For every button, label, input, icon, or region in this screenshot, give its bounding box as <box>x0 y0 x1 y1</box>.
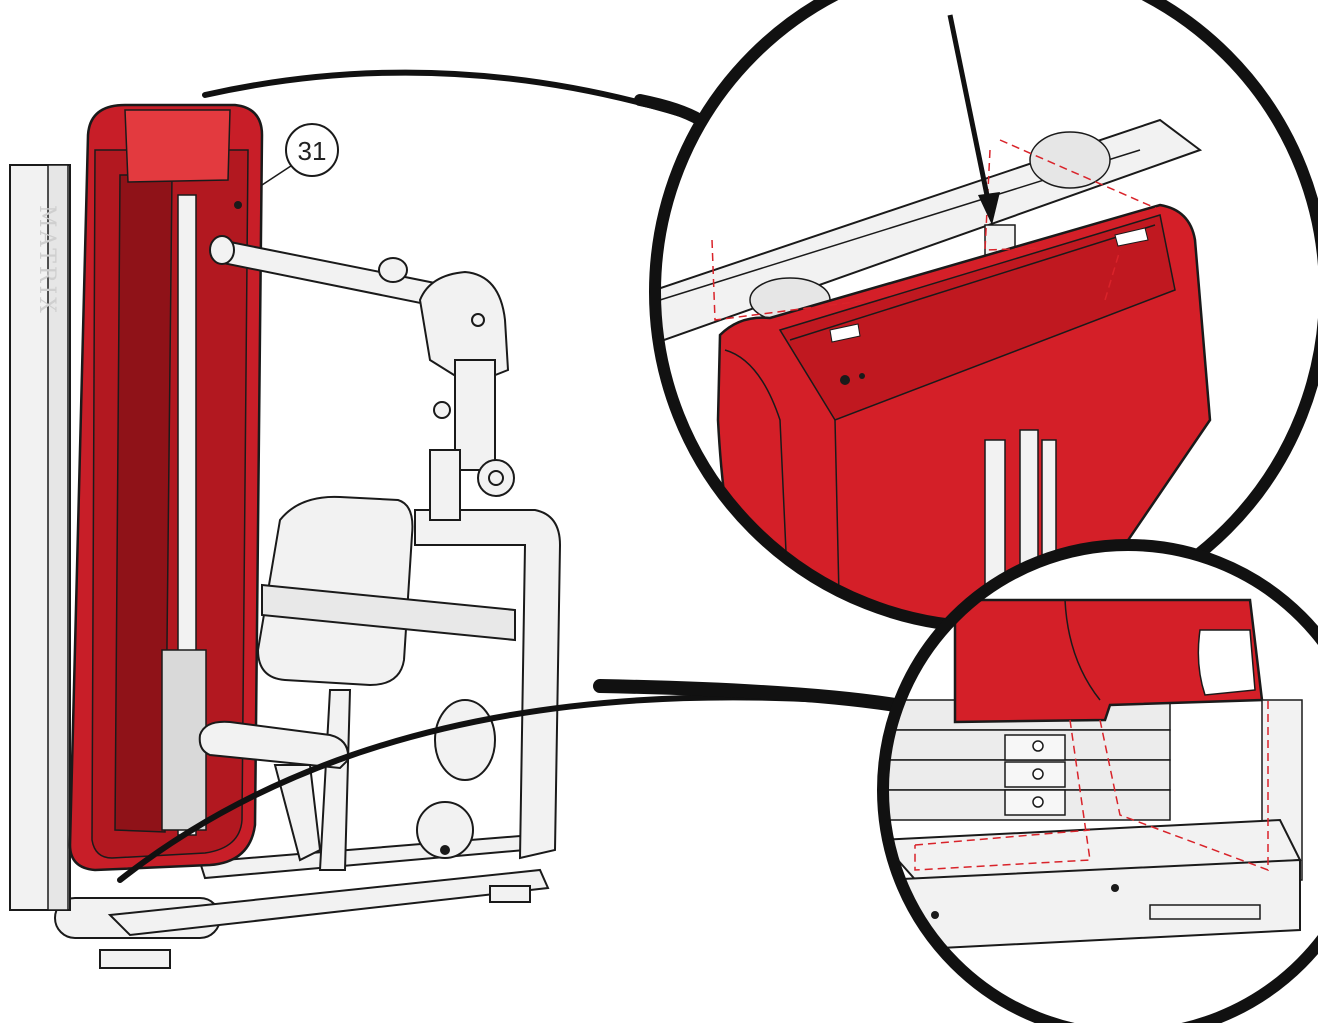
machine-illustration: MATRIX <box>9 69 902 969</box>
weight-stack-shroud <box>68 103 264 872</box>
back-pad <box>256 495 516 687</box>
weight-plates <box>883 699 1171 821</box>
seat-pad <box>198 720 350 862</box>
lever-arm <box>209 235 515 497</box>
upper-leader-line <box>202 69 703 123</box>
brand-logo: MATRIX <box>34 205 59 316</box>
callout-circle <box>285 123 339 177</box>
rear-column: MATRIX <box>9 164 71 911</box>
part-number-label: 31 <box>298 136 327 166</box>
detail-view-top <box>649 0 1318 633</box>
pointer-arrow <box>947 14 993 211</box>
detail-view-bottom <box>877 539 1318 1023</box>
part-callout: 31 <box>261 123 339 186</box>
